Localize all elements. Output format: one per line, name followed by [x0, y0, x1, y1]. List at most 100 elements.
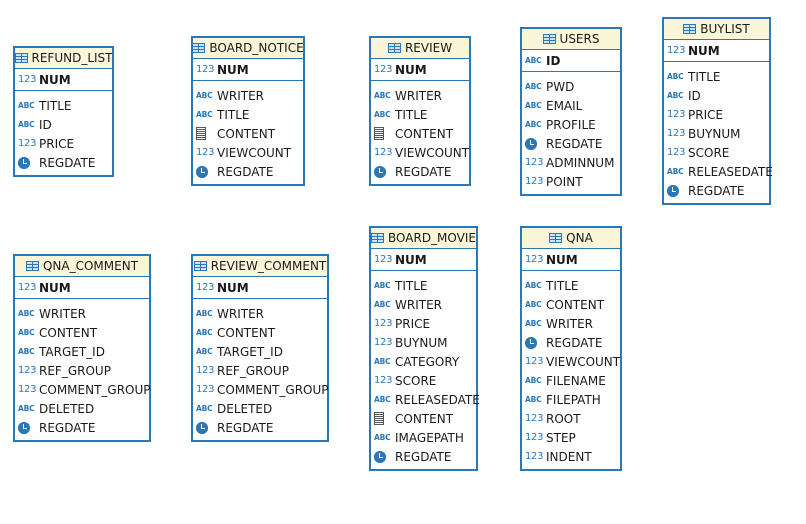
- date-type-icon: [196, 166, 215, 178]
- column-name: TARGET_ID: [39, 344, 105, 359]
- column-row[interactable]: REGDATE: [664, 181, 769, 200]
- column-row[interactable]: REGDATE: [522, 134, 620, 153]
- column-name: COMMENT_GROUP: [217, 382, 329, 397]
- column-row[interactable]: CONTENT: [371, 124, 469, 143]
- number-type-icon: 123: [18, 282, 37, 293]
- column-name: REGDATE: [217, 164, 274, 179]
- column-row[interactable]: REGDATE: [193, 162, 303, 181]
- column-row[interactable]: REGDATE: [15, 418, 149, 437]
- string-type-icon: ABC: [374, 357, 391, 366]
- column-name: ID: [39, 117, 52, 132]
- entity-header[interactable]: QNA: [522, 228, 620, 249]
- column-name: REGDATE: [546, 335, 603, 350]
- column-row[interactable]: CONTENT: [371, 409, 476, 428]
- date-type-icon: [525, 138, 544, 150]
- entity-header[interactable]: USERS: [522, 29, 620, 50]
- column-row[interactable]: REGDATE: [371, 162, 469, 181]
- column-row[interactable]: REGDATE: [522, 333, 620, 352]
- entity-header[interactable]: QNA_COMMENT: [15, 256, 149, 277]
- column-row[interactable]: REGDATE: [15, 153, 112, 172]
- number-type-icon: 123: [18, 384, 37, 395]
- entity-header[interactable]: BOARD_NOTICE: [193, 38, 303, 59]
- column-row[interactable]: REGDATE: [371, 447, 476, 466]
- entity-header[interactable]: BUYLIST: [664, 19, 769, 40]
- number-type-icon: 123: [196, 64, 215, 75]
- column-row[interactable]: CONTENT: [193, 124, 303, 143]
- entity-header[interactable]: REVIEW_COMMENT: [193, 256, 327, 277]
- entity-header[interactable]: REVIEW: [371, 38, 469, 59]
- entity-header[interactable]: BOARD_MOVIE: [371, 228, 476, 249]
- number-type-icon: 123: [374, 254, 393, 265]
- column-row[interactable]: REGDATE: [193, 418, 327, 437]
- entity-header[interactable]: REFUND_LIST: [15, 48, 112, 69]
